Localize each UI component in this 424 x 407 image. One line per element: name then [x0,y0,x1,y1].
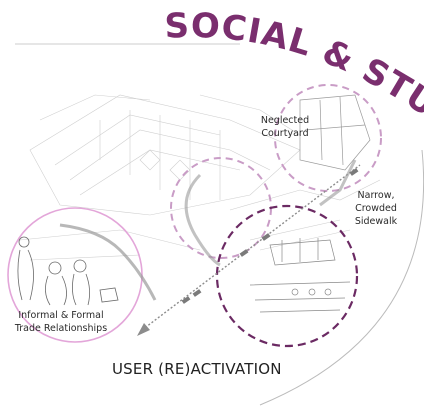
courtyard-circle [274,84,382,192]
label-narrow-sidewalk: Narrow, Crowded Sidewalk [348,189,404,228]
label-neglected-courtyard: Neglected Courtyard [254,114,316,140]
building-sketch [19,94,381,261]
label-narrow-sidewalk-line1: Narrow, [357,190,395,201]
connector-right [319,159,357,207]
label-informal-trade-line2: Trade Relationships [14,323,108,334]
label-informal-trade: Informal & Formal Trade Relationships [2,309,120,335]
header-title: SOCIAL & STUFF [0,0,424,125]
activation-sketch [249,238,351,313]
label-narrow-sidewalk-line3: Sidewalk [354,216,398,227]
street-arrow-head [137,323,150,336]
label-narrow-sidewalk-line2: Crowded [355,203,397,214]
street-arrow-line [141,164,361,331]
outer-arc [259,149,424,406]
courtyard-sketch [299,94,371,171]
connector-left [59,223,157,301]
connector-middle [184,173,221,267]
label-neglected-courtyard-line1: Neglected [260,115,310,126]
label-neglected-courtyard-line2: Courtyard [261,128,309,139]
people-sketch [17,236,119,306]
activation-circle [215,204,359,348]
street-markers [181,168,359,304]
caption: USER (RE)ACTIVATION [112,360,282,378]
label-informal-trade-line1: Informal & Formal [18,310,104,321]
